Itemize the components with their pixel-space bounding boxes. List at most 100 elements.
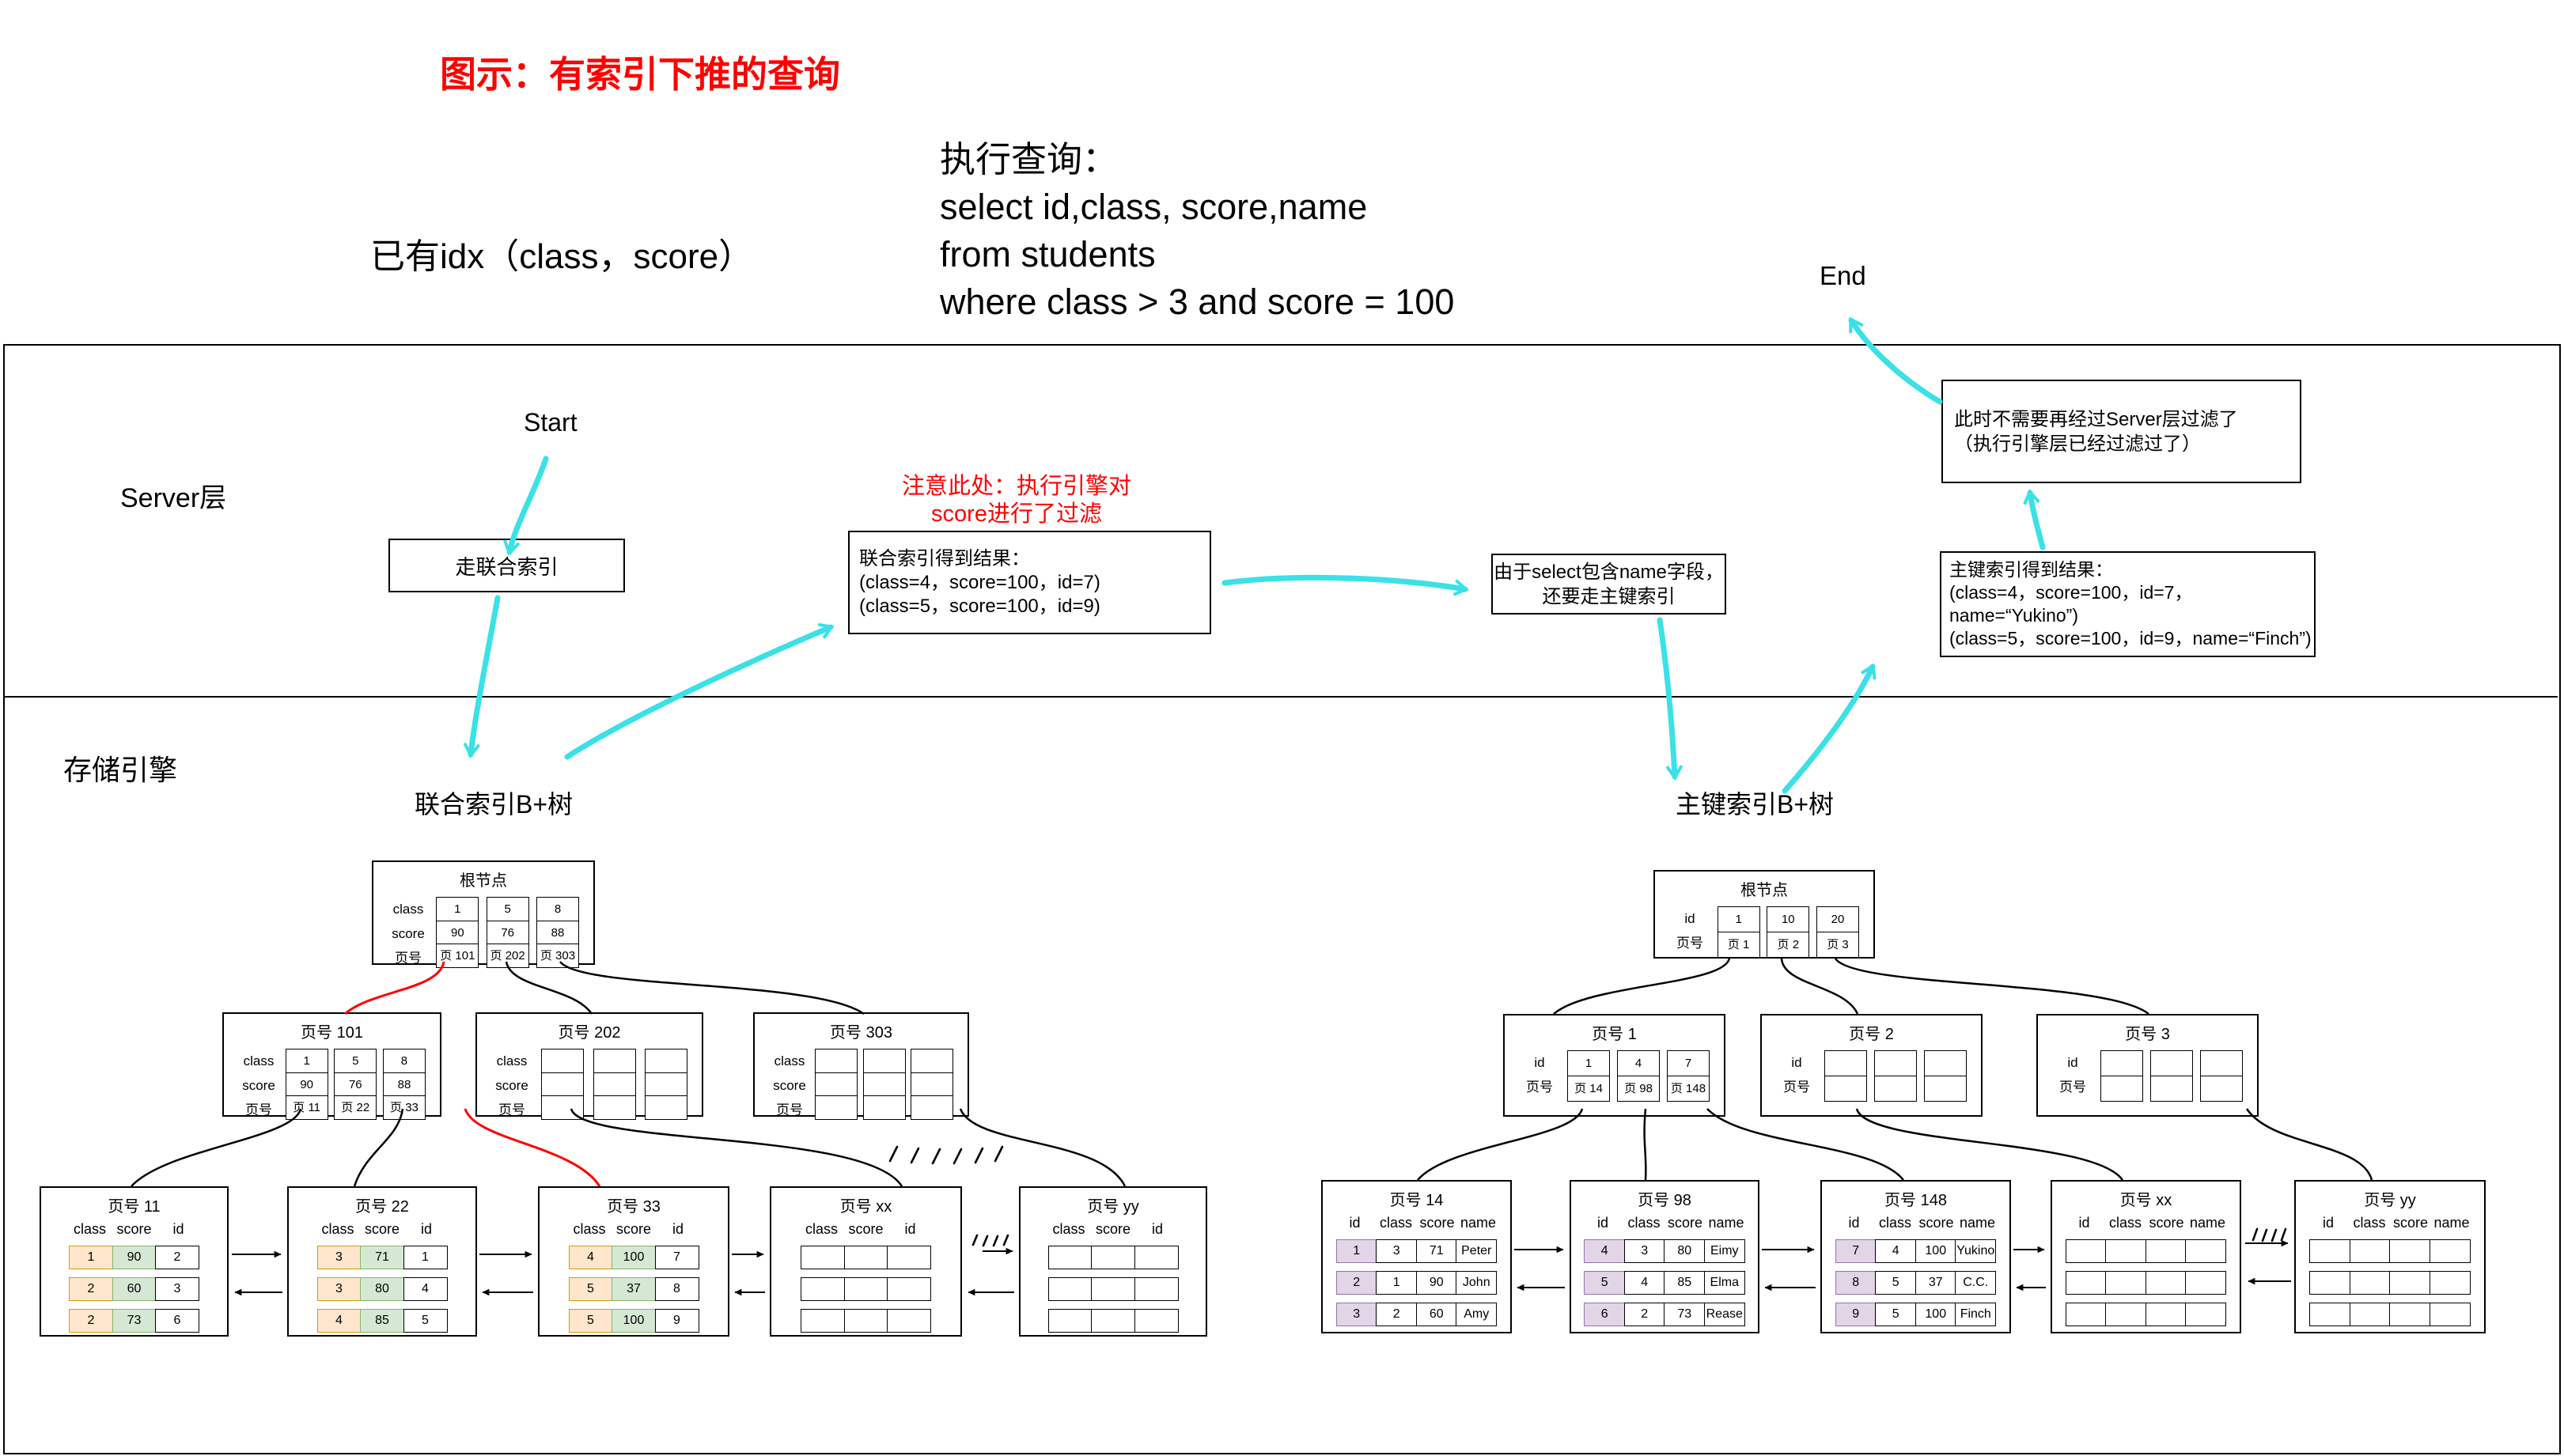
key-cell: 1	[1567, 1050, 1610, 1076]
record-cell: 5	[403, 1309, 448, 1333]
record-row	[2296, 1239, 2484, 1263]
column-header: name	[1708, 1215, 1744, 1231]
key-column	[862, 1049, 906, 1122]
column-header: class	[321, 1221, 354, 1237]
key-cell: 8	[382, 1049, 426, 1073]
key-cell	[910, 1095, 953, 1120]
node-title: 根节点	[460, 872, 507, 890]
record-cell	[2349, 1239, 2391, 1263]
key-cell: 页 22	[334, 1095, 377, 1120]
column-header: id	[1349, 1215, 1361, 1231]
key-cell	[593, 1049, 636, 1073]
key-cell	[815, 1072, 858, 1097]
key-column	[2100, 1050, 2143, 1102]
key-cell	[815, 1095, 858, 1120]
node-title: 页号 yy	[2364, 1192, 2416, 1209]
record-cell	[887, 1277, 931, 1301]
record-cell	[2065, 1303, 2107, 1326]
key-cell: 页 202	[486, 944, 529, 968]
record-cell	[801, 1246, 845, 1269]
record-cell	[1091, 1246, 1135, 1269]
record-cell	[2185, 1271, 2227, 1295]
record-cell: John	[1456, 1271, 1498, 1295]
key-cell	[1874, 1050, 1917, 1076]
record-cell: 71	[360, 1246, 404, 1269]
record-cell	[1047, 1277, 1093, 1301]
row-label: id	[1791, 1055, 1802, 1070]
key-cell: 7	[1667, 1050, 1710, 1076]
record-cell	[2185, 1239, 2227, 1263]
node-title: 页号 98	[1638, 1192, 1691, 1209]
key-cell	[862, 1049, 906, 1073]
key-cell: 页 1	[1717, 931, 1760, 958]
key-cell: 页 3	[1816, 931, 1859, 958]
key-cell: 88	[536, 920, 579, 945]
record-cell	[1134, 1277, 1179, 1301]
row-label: id	[1534, 1055, 1545, 1070]
key-column	[593, 1049, 636, 1122]
record-cell: 37	[612, 1277, 656, 1301]
key-column	[815, 1049, 858, 1122]
key-cell	[862, 1072, 906, 1097]
pk-index-tree-label: 主键索引B+树	[1676, 790, 1835, 819]
node-title: 页号 22	[355, 1198, 409, 1216]
layers-frame	[3, 344, 2561, 1454]
node-title: 页号 303	[830, 1024, 892, 1042]
record-cell: 1	[69, 1246, 113, 1269]
record-cell: Peter	[1456, 1239, 1498, 1263]
no-server-filter-box: 此时不需要再经过Server层过滤了 （执行引擎层已经过滤过了）	[1941, 380, 2301, 483]
key-cell	[1924, 1050, 1967, 1076]
record-cell	[2389, 1303, 2431, 1326]
record-cell: 3	[316, 1246, 362, 1269]
engine-filter-note-line: 注意此处：执行引擎对	[901, 474, 1131, 499]
row-label: class	[496, 1053, 528, 1068]
record-cell	[2349, 1271, 2391, 1295]
record-row	[2296, 1303, 2484, 1326]
row-label: 页号	[2059, 1080, 2086, 1095]
record-cell: 1	[1335, 1239, 1377, 1263]
pk-result-line: 主键索引得到结果：	[1949, 559, 2113, 580]
column-header: score	[615, 1221, 651, 1237]
key-cell: 8	[536, 897, 579, 921]
key-cell: 90	[285, 1072, 328, 1097]
record-cell	[843, 1277, 888, 1301]
record-cell: 85	[1664, 1271, 1706, 1295]
record-cell	[1091, 1309, 1135, 1333]
record-cell: 100	[612, 1309, 656, 1333]
key-column	[644, 1049, 687, 1122]
column-header: id	[2078, 1215, 2090, 1231]
key-cell	[644, 1049, 687, 1073]
pk-result-line: (class=4，score=100，id=7，name=“Yukino”)	[1949, 582, 2193, 626]
record-row	[1021, 1309, 1206, 1333]
record-cell: Finch	[1955, 1303, 1997, 1326]
start-label: Start	[524, 408, 578, 437]
existing-index-note: 已有idx（class，score）	[370, 237, 754, 276]
layer-divider	[3, 696, 2558, 698]
record-row	[1021, 1277, 1206, 1301]
engine-filter-note: 注意此处：执行引擎对 score进行了过滤	[858, 473, 1175, 528]
record-cell	[2065, 1239, 2107, 1263]
record-cell: 5	[1875, 1271, 1917, 1295]
